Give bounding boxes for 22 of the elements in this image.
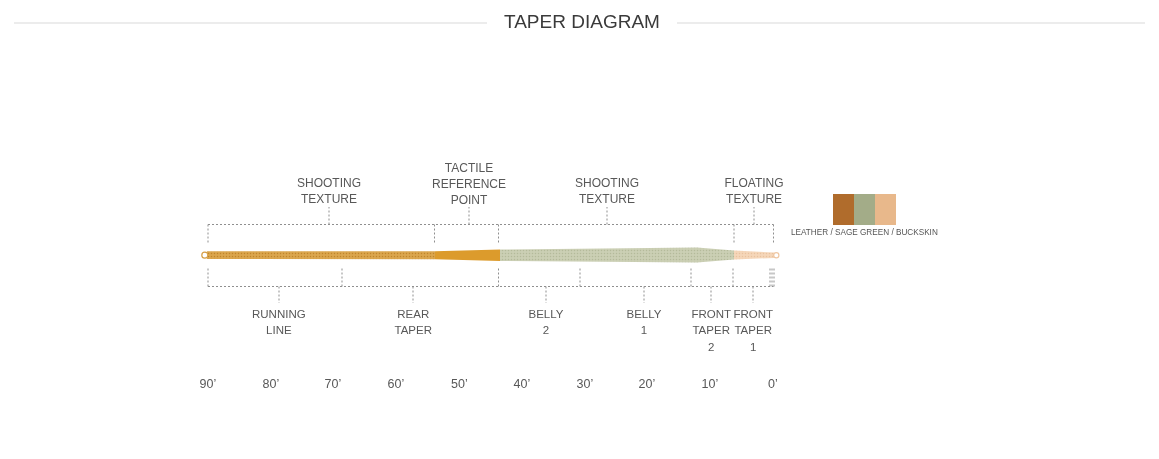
distance-label: 10’ — [701, 375, 719, 392]
texture-label: FLOATING TEXTURE — [724, 174, 784, 207]
section-label: BELLY 2 — [528, 306, 564, 339]
distance-label: 30’ — [576, 375, 594, 392]
section-label: BELLY 1 — [626, 306, 662, 339]
texture-label: TACTILE REFERENCE POINT — [432, 160, 506, 208]
distance-label: 70’ — [324, 375, 342, 392]
texture-label: SHOOTING TEXTURE — [575, 174, 639, 207]
section-label: FRONT TAPER 1 — [733, 306, 773, 356]
legend-label: LEATHER / SAGE GREEN / BUCKSKIN — [791, 228, 938, 238]
distance-label: 90’ — [199, 375, 217, 392]
diagram-title: TAPER DIAGRAM — [504, 11, 660, 33]
distance-label: 50’ — [451, 375, 468, 392]
section-label: FRONT TAPER 2 — [691, 306, 731, 356]
distance-label: 80’ — [262, 375, 280, 392]
distance-label: 40’ — [513, 375, 531, 392]
section-label: RUNNING LINE — [252, 306, 306, 339]
distance-label: 60’ — [387, 375, 405, 392]
distance-label: 20’ — [638, 375, 656, 392]
section-label: REAR TAPER — [394, 306, 432, 339]
distance-label: 0’ — [768, 375, 778, 392]
texture-label: SHOOTING TEXTURE — [297, 174, 361, 207]
